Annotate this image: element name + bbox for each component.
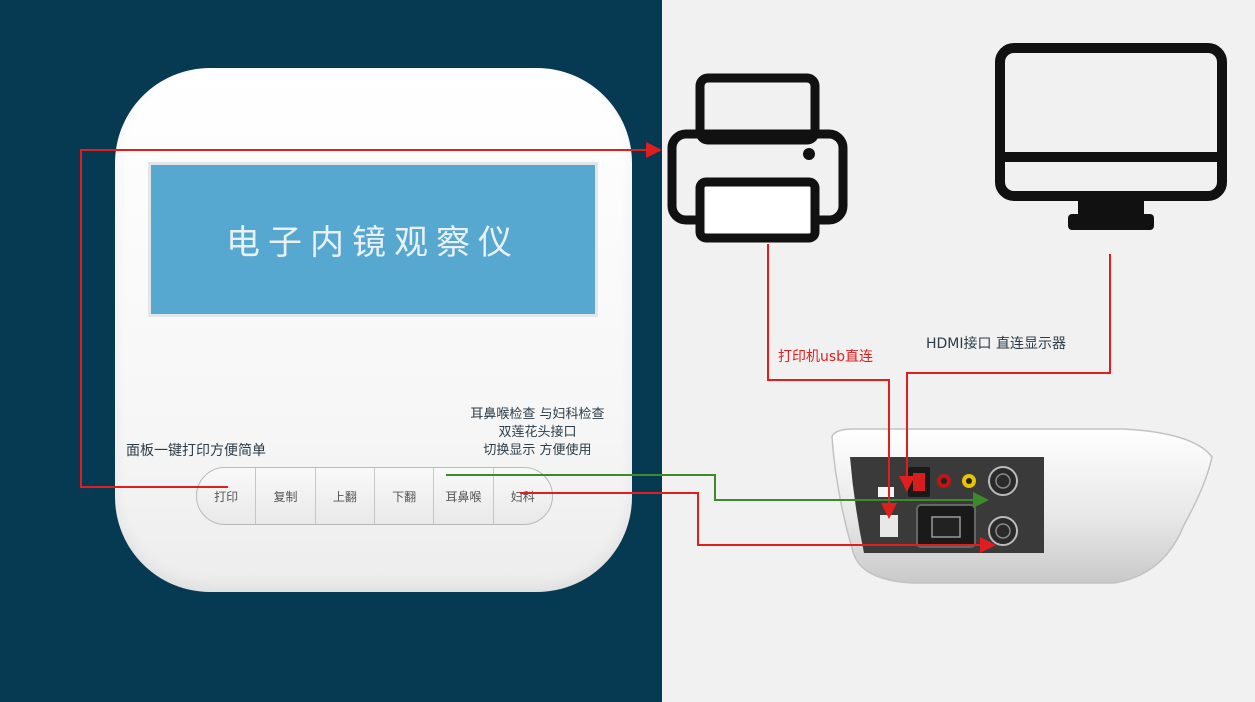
monitor-icon xyxy=(995,43,1227,230)
printer-icon xyxy=(667,73,848,243)
printer-usb-label: 打印机usb直连 xyxy=(778,349,874,365)
page-up-button[interactable]: 上翻 xyxy=(316,468,375,524)
lcd-screen: 电子内镜观察仪 xyxy=(148,162,598,317)
caption-line: 切换显示 方便使用 xyxy=(483,443,592,458)
print-button[interactable]: 打印 xyxy=(197,468,257,524)
hdmi-label: HDMI接口 直连显示器 xyxy=(926,336,1066,352)
lcd-title: 电子内镜观察仪 xyxy=(226,223,520,263)
right-background xyxy=(662,0,1255,702)
button-bar: 打印 复制 上翻 下翻 耳鼻喉 妇科 xyxy=(196,467,553,525)
ent-button[interactable]: 耳鼻喉 xyxy=(434,468,494,524)
caption-line: 耳鼻喉检查 与妇科检查 xyxy=(470,407,605,422)
page-down-button[interactable]: 下翻 xyxy=(375,468,435,524)
dual-interface-caption: 耳鼻喉检查 与妇科检查 双莲花头接口 切换显示 方便使用 xyxy=(440,406,635,460)
panel-print-label: 面板一键打印方便简单 xyxy=(126,443,266,459)
caption-line: 双莲花头接口 xyxy=(498,425,577,440)
copy-button[interactable]: 复制 xyxy=(256,468,316,524)
